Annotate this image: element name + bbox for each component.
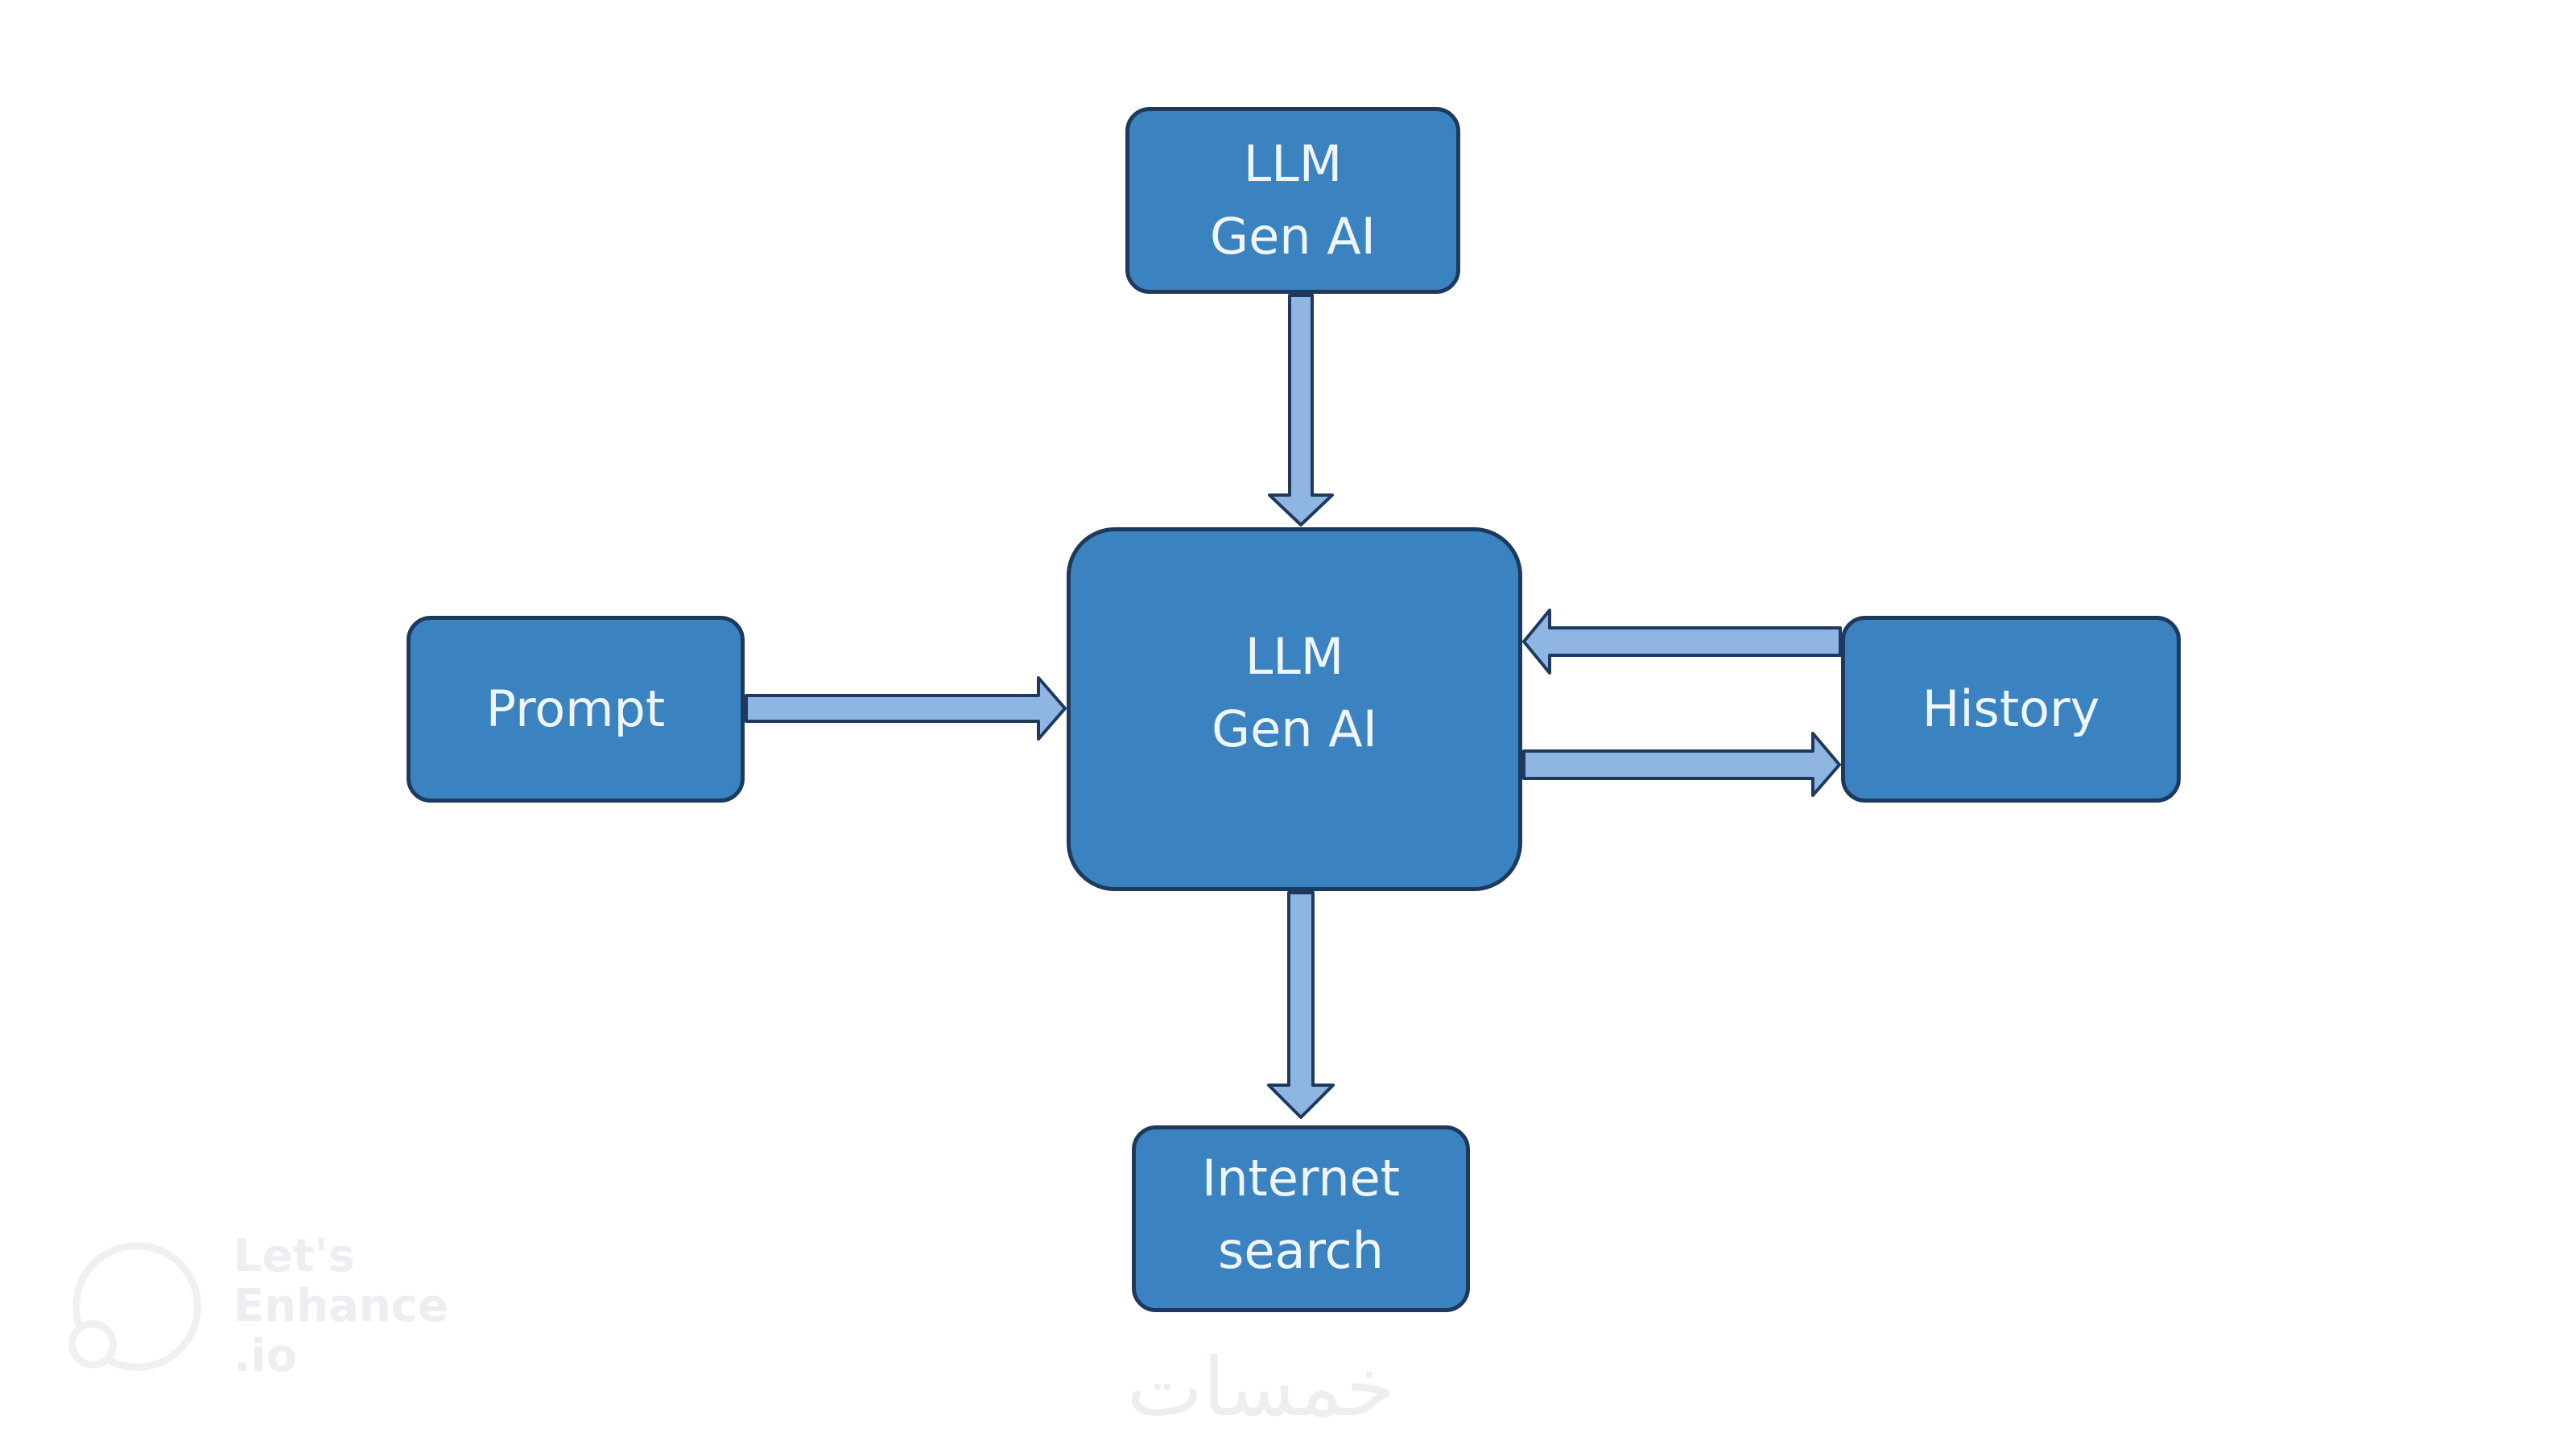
node-label-line: Gen AI bbox=[1210, 207, 1376, 266]
llm-gen-ai-center-node: LLM Gen AI bbox=[1067, 527, 1522, 891]
node-label: Internet search bbox=[1202, 1142, 1400, 1287]
node-label-line: Internet bbox=[1201, 1149, 1401, 1208]
history-node: History bbox=[1841, 616, 2181, 803]
arrow-center-to-history bbox=[1522, 732, 1841, 797]
node-label-line: Prompt bbox=[485, 679, 666, 739]
llm-gen-ai-top-node: LLM Gen AI bbox=[1125, 107, 1460, 294]
node-label: LLM Gen AI bbox=[1212, 621, 1377, 766]
watermark-line: Enhance bbox=[233, 1280, 448, 1332]
watermark-line: .io bbox=[233, 1330, 297, 1382]
watermark-line: Let's bbox=[233, 1230, 355, 1282]
node-label-line: Gen AI bbox=[1212, 700, 1377, 758]
internet-search-node: Internet search bbox=[1132, 1125, 1470, 1312]
node-label-line: History bbox=[1922, 679, 2100, 739]
node-label-line: LLM bbox=[1245, 627, 1344, 687]
node-label: Prompt bbox=[486, 673, 665, 745]
arrow-history-to-center bbox=[1522, 609, 1842, 675]
khamsat-watermark: خمسات bbox=[1127, 1340, 1396, 1435]
arrow-center-to-search bbox=[1267, 891, 1335, 1119]
node-label-line: LLM bbox=[1243, 134, 1343, 194]
node-label-line: search bbox=[1218, 1221, 1384, 1280]
watermark-text: Let's Enhance .io bbox=[233, 1232, 448, 1381]
letsenhance-watermark: Let's Enhance .io bbox=[68, 1232, 448, 1381]
watermark-logo-icon bbox=[68, 1242, 201, 1371]
arrow-prompt-to-center bbox=[745, 676, 1067, 741]
node-label: LLM Gen AI bbox=[1210, 128, 1376, 273]
node-label: History bbox=[1922, 673, 2100, 745]
arrow-top-to-center bbox=[1268, 294, 1334, 526]
prompt-node: Prompt bbox=[407, 616, 745, 803]
